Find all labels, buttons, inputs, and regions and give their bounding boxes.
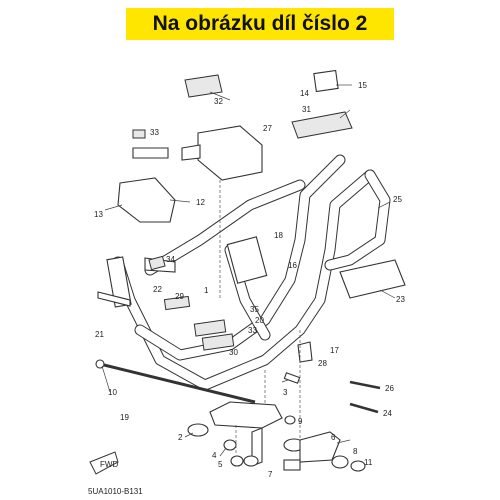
- callout-17: 17: [330, 346, 339, 355]
- fwd-arrow-icon: FWD: [89, 451, 119, 475]
- callout-26: 26: [385, 384, 394, 393]
- callout-3: 3: [283, 388, 288, 397]
- callout-22: 22: [153, 285, 162, 294]
- callout-32: 32: [214, 97, 223, 106]
- leader-lines: [101, 84, 396, 457]
- bushings-and-nuts: [223, 372, 366, 472]
- callout-4: 4: [212, 451, 217, 460]
- callout-19: 19: [120, 413, 129, 422]
- battery-box: [181, 125, 263, 181]
- callout-10: 10: [108, 388, 117, 397]
- callout-23: 23: [396, 295, 405, 304]
- callout-27: 27: [263, 124, 272, 133]
- callout-31: 31: [302, 105, 311, 114]
- battery-holder-bracket: [117, 129, 176, 223]
- callout-28: 28: [318, 359, 327, 368]
- title-banner: Na obrázku díl číslo 2: [126, 8, 394, 40]
- callout-12: 12: [196, 198, 205, 207]
- rubber-cushions: [148, 255, 235, 351]
- main-frame: [112, 154, 391, 391]
- callout-33-lower: 33: [248, 326, 257, 335]
- callout-9: 9: [298, 417, 303, 426]
- callout-labels: 1 2 3 4 5 6 7 8 9 10 11 12 13 14 15 16 1…: [94, 81, 405, 479]
- callout-13: 13: [94, 210, 103, 219]
- callout-34: 34: [166, 255, 175, 264]
- callout-25: 25: [393, 195, 402, 204]
- callout-6: 6: [331, 433, 336, 442]
- side-cover: [339, 259, 406, 299]
- callout-11: 11: [364, 458, 373, 467]
- callout-24: 24: [383, 409, 392, 418]
- callout-20: 20: [255, 316, 264, 325]
- small-bracket: [297, 341, 313, 363]
- engine-mount-bracket: [187, 401, 349, 469]
- callout-35: 35: [250, 305, 259, 314]
- assembly-lines: [219, 180, 301, 455]
- long-bolts-right: [349, 380, 381, 414]
- fwd-label: FWD: [100, 460, 118, 469]
- drawing-code: 5UA1010-B131: [88, 487, 143, 496]
- callout-18: 18: [274, 231, 283, 240]
- callout-5: 5: [218, 460, 223, 469]
- callout-16: 16: [288, 261, 297, 270]
- callout-14: 14: [300, 89, 309, 98]
- callout-33-top: 33: [150, 128, 159, 137]
- callout-21: 21: [95, 330, 104, 339]
- callout-30: 30: [229, 348, 238, 357]
- callout-1: 1: [204, 286, 209, 295]
- small-plates: [184, 69, 353, 139]
- callout-7: 7: [268, 470, 273, 479]
- callout-8: 8: [353, 447, 358, 456]
- callout-29: 29: [175, 292, 184, 301]
- callout-15: 15: [358, 81, 367, 90]
- callout-2: 2: [178, 433, 183, 442]
